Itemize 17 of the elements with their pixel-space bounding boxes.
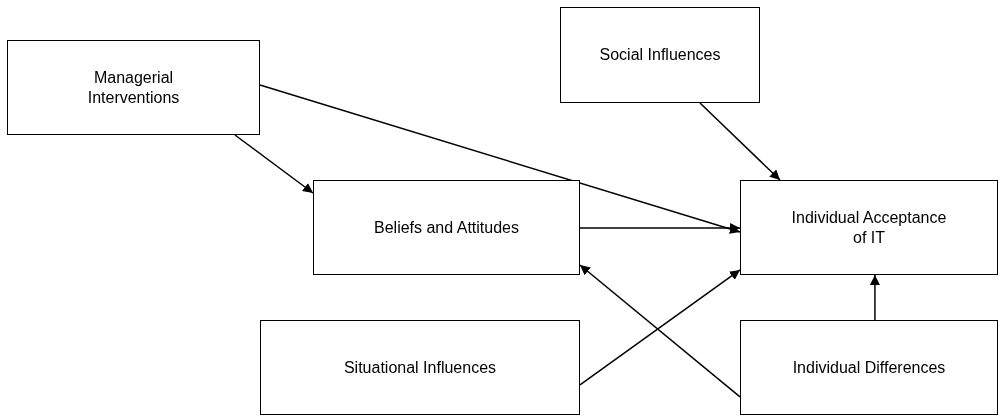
box-label: Individual Differences (791, 357, 947, 378)
arrow (869, 274, 880, 321)
factor-box (560, 7, 760, 103)
box-label: Situational Influences (342, 357, 498, 378)
arrow (259, 84, 741, 234)
factor-box (740, 320, 998, 415)
arrow (234, 134, 314, 194)
factor-box (313, 180, 580, 275)
arrow (699, 102, 781, 181)
box-label: Managerial Interventions (86, 68, 181, 107)
factor-box (740, 180, 998, 275)
factor-box (260, 320, 580, 415)
factor-box (7, 40, 260, 135)
box-label: Individual Acceptance of IT (790, 208, 948, 247)
box-label: Social Influences (598, 45, 722, 65)
box-label: Beliefs and Attitudes (373, 217, 520, 238)
arrow (579, 223, 741, 233)
